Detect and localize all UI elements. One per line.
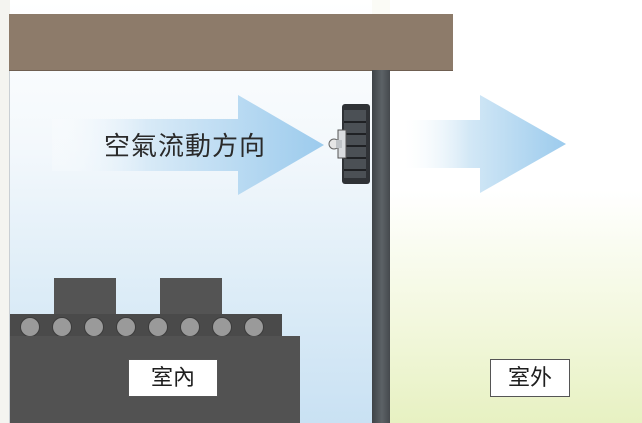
- roller-icon: [52, 317, 72, 337]
- roller-icon: [116, 317, 136, 337]
- exhaust-fan-icon: [328, 104, 370, 184]
- indoor-label: 室內: [128, 359, 218, 397]
- airflow-arrow-indoor: [52, 95, 324, 195]
- conveyor-belt: [10, 314, 282, 338]
- ceiling: [9, 14, 453, 71]
- roller-icon: [212, 317, 232, 337]
- roller-icon: [20, 317, 40, 337]
- wall: [372, 70, 390, 423]
- room-edge-line: [9, 70, 10, 423]
- left-margin: [0, 0, 10, 423]
- roller-icon: [148, 317, 168, 337]
- airflow-direction-label: 空氣流動方向: [104, 132, 267, 162]
- roller-icon: [244, 317, 264, 337]
- product-block: [160, 278, 222, 318]
- product-block: [54, 278, 116, 318]
- roller-icon: [84, 317, 104, 337]
- roller-icon: [180, 317, 200, 337]
- airflow-arrow-outdoor: [404, 95, 566, 193]
- outdoor-label: 室外: [490, 359, 570, 397]
